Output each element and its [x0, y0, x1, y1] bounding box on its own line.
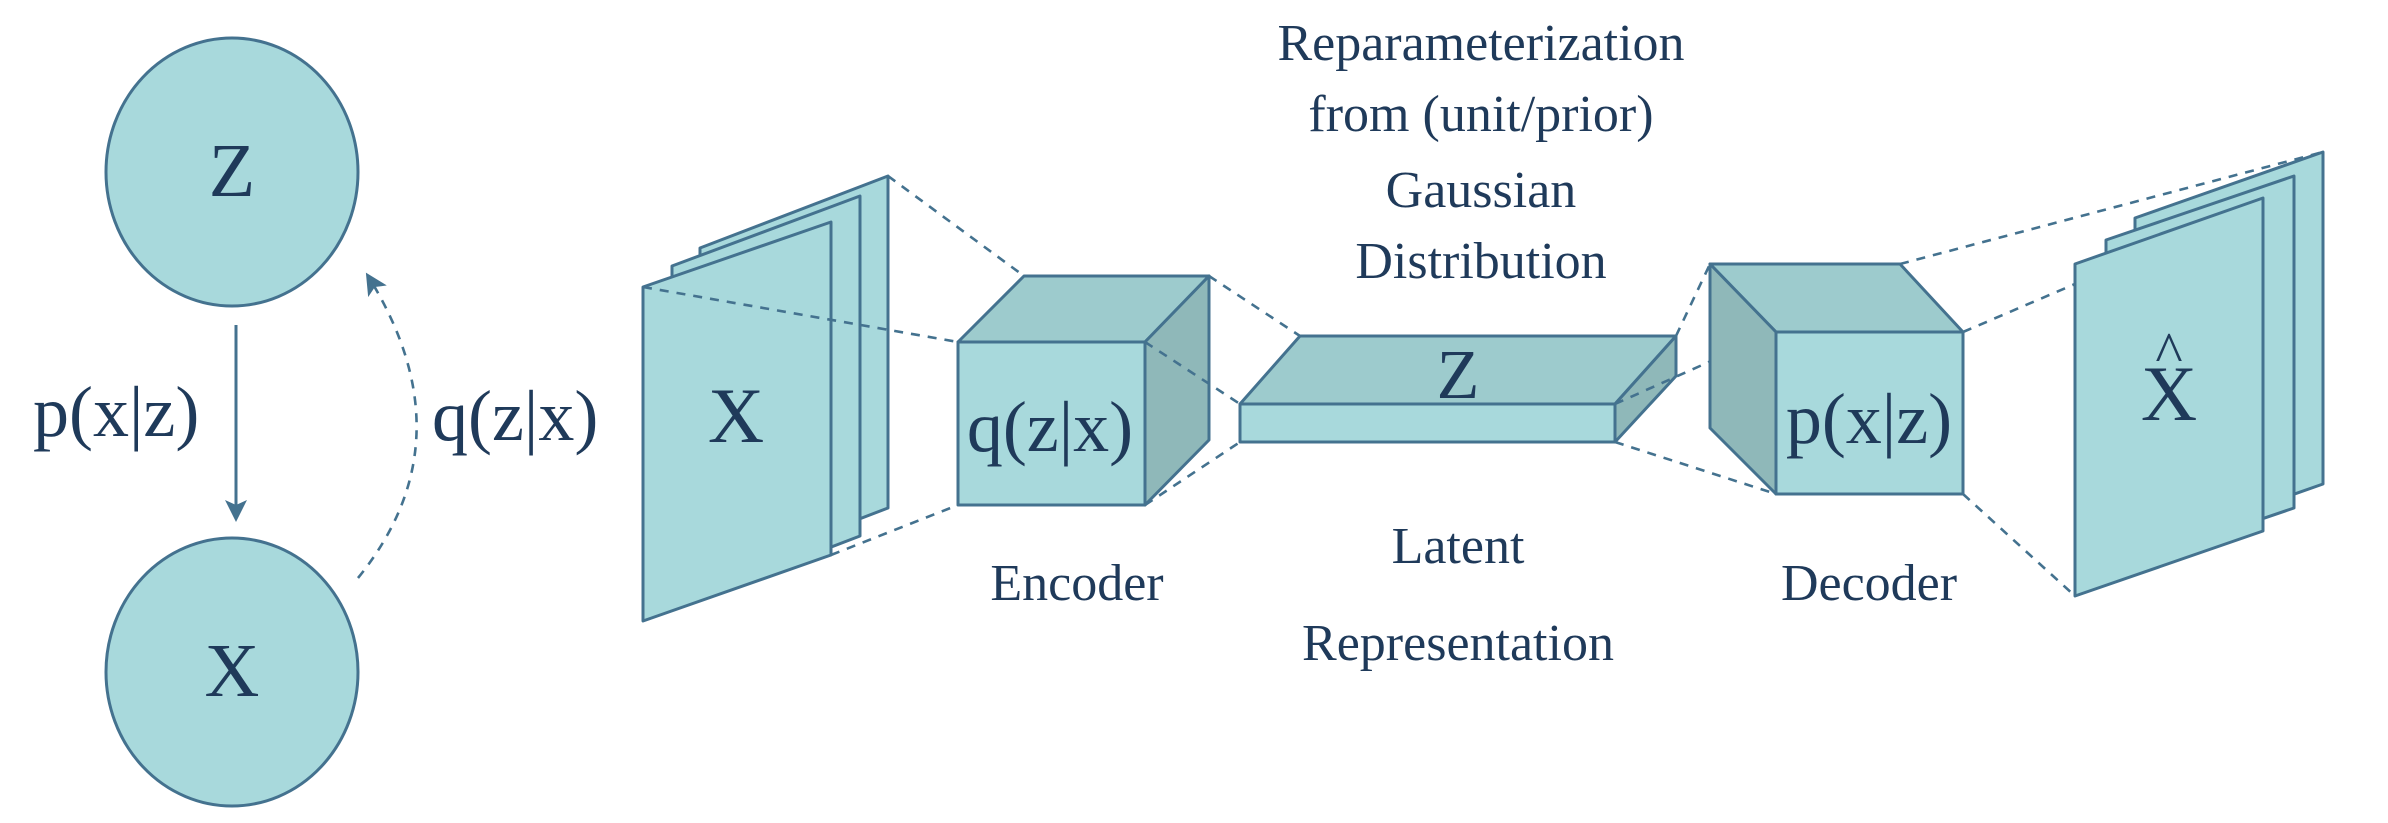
output-front-slice: [2073, 196, 2265, 598]
input-stack: X: [641, 174, 890, 623]
x-node-label: X: [205, 629, 260, 713]
latent-bar: Z: [1238, 334, 1678, 444]
svg-text:Reparameterization: Reparameterization: [1277, 15, 1684, 72]
z-node-circle: [104, 36, 360, 308]
z-node-label: Z: [209, 129, 255, 213]
output-hat: ^: [2155, 320, 2182, 385]
x-node-circle: [104, 536, 360, 808]
decoder-output-connectors: [1899, 150, 2324, 597]
reparam-caption: Reparameterization from (unit/prior) Gau…: [1277, 15, 1684, 290]
latent-caption: Latent Representation: [1302, 518, 1614, 672]
input-encoder-connectors: [642, 174, 1025, 557]
graphical-model: Z X p(x|z) q(z|x): [33, 36, 598, 808]
svg-text:Latent: Latent: [1392, 518, 1525, 575]
latent-decoder-connectors: [1614, 263, 1777, 496]
encoder-cube: q(z|x): [956, 274, 1211, 507]
svg-text:from (unit/prior): from (unit/prior): [1308, 86, 1653, 143]
encoder-caption: Encoder: [990, 555, 1163, 612]
svg-text:Gaussian: Gaussian: [1386, 162, 1577, 219]
output-label: X: [2141, 350, 2197, 437]
svg-text:Distribution: Distribution: [1355, 233, 1606, 290]
inference-arrow: [356, 272, 418, 579]
decoder-caption: Decoder: [1781, 555, 1957, 612]
svg-text:Representation: Representation: [1302, 615, 1614, 672]
input-label: X: [708, 372, 764, 459]
generative-label: p(x|z): [33, 372, 199, 452]
inference-label: q(z|x): [432, 376, 598, 456]
latent-label: Z: [1437, 337, 1480, 414]
decoder-block-label: p(x|z): [1786, 379, 1952, 459]
encoder-block-label: q(z|x): [967, 387, 1133, 467]
decoder-cube: p(x|z): [1708, 262, 1965, 496]
output-stack: ^ X: [2073, 150, 2325, 598]
encoder-latent-connectors: [1144, 274, 1301, 507]
